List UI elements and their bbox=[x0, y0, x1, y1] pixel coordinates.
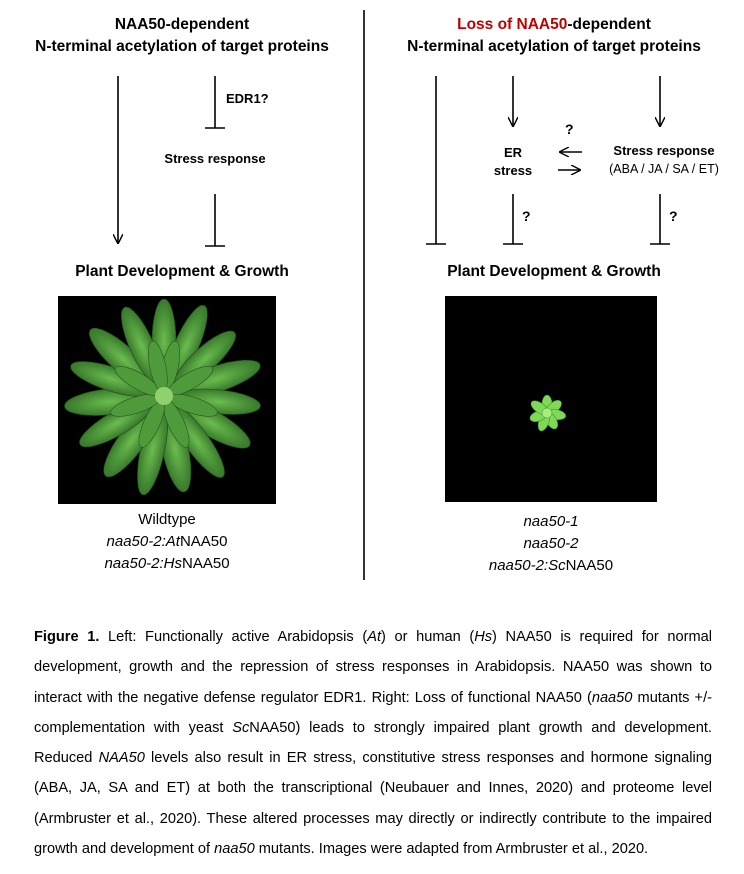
caption-wildtype: Wildtype bbox=[138, 511, 196, 528]
caption-at-complemented: naa50-2:AtNAA50 bbox=[106, 533, 228, 550]
edr1-label: EDR1? bbox=[226, 91, 269, 106]
left-outcome-label: Plant Development & Growth bbox=[75, 263, 289, 280]
right-outcome-label: Plant Development & Growth bbox=[447, 263, 661, 280]
caption-sc-complemented: naa50-2:ScNAA50 bbox=[488, 557, 614, 574]
caption-naa50-1: naa50-1 bbox=[523, 513, 579, 530]
left-title-line2: N-terminal acetylation of target protein… bbox=[35, 38, 329, 55]
figure-label: Figure 1. bbox=[34, 629, 100, 645]
mutant-rosette-icon bbox=[529, 394, 566, 432]
figure-caption: Figure 1. Left: Functionally active Arab… bbox=[34, 629, 712, 858]
right-title: Loss of NAA50-dependent N-terminal acety… bbox=[364, 14, 744, 58]
left-title-line1: NAA50-dependent bbox=[114, 16, 250, 33]
caption-naa50-2: naa50-2 bbox=[523, 535, 579, 552]
wildtype-rosette-icon bbox=[64, 298, 261, 496]
question-mark-top: ? bbox=[565, 121, 574, 137]
question-mark-stress: ? bbox=[669, 208, 678, 224]
left-captions: Wildtype naa50-2:AtNAA50 naa50-2:HsNAA50 bbox=[58, 509, 276, 575]
left-title: NAA50-dependent N-terminal acetylation o… bbox=[0, 14, 364, 58]
left-stress-label: Stress response bbox=[164, 151, 266, 166]
right-stress-label: Stress response (ABA / JA / SA / ET) bbox=[609, 143, 719, 176]
right-title-line1: Loss of NAA50-dependent bbox=[457, 16, 651, 33]
question-mark-er: ? bbox=[522, 208, 531, 224]
mutant-plant-photo bbox=[445, 296, 657, 502]
caption-hs-complemented: naa50-2:HsNAA50 bbox=[104, 555, 230, 572]
er-stress-label: ER stress bbox=[493, 145, 533, 178]
right-captions: naa50-1 naa50-2 naa50-2:ScNAA50 bbox=[445, 511, 657, 577]
right-title-line2: N-terminal acetylation of target protein… bbox=[407, 38, 701, 55]
wildtype-plant-photo bbox=[58, 296, 276, 504]
